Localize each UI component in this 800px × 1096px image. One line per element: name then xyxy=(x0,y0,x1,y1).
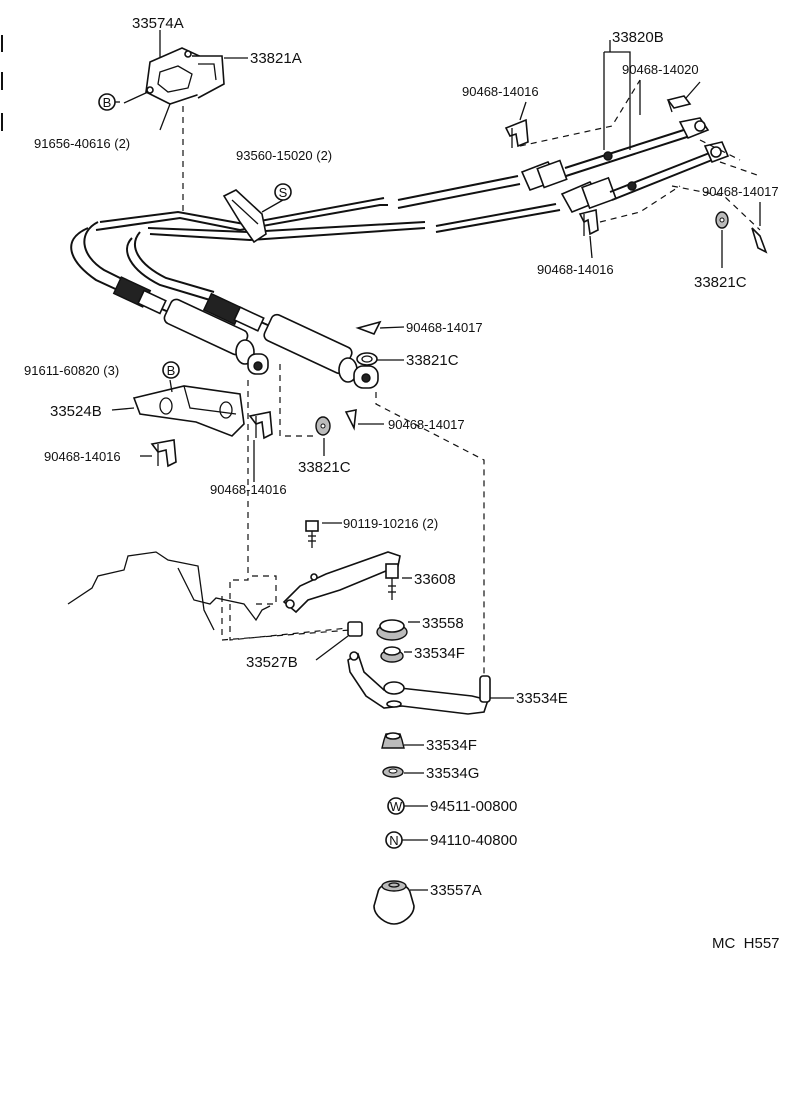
label-33821C-low: 33821C xyxy=(298,459,351,476)
clip-90468-14016-low xyxy=(248,411,273,440)
bushing-33534F-b xyxy=(381,732,405,749)
pin-90468-14017-a xyxy=(355,320,382,336)
label-33534F-b: 33534F xyxy=(426,737,477,754)
clip-90468-14016-top xyxy=(504,118,529,148)
lower-cable-dampers xyxy=(112,276,379,389)
transmission-outline xyxy=(67,551,351,641)
shift-cables xyxy=(70,117,730,301)
boot-33557A xyxy=(373,880,415,925)
label-33527B: 33527B xyxy=(246,654,298,671)
label-33608: 33608 xyxy=(414,571,456,588)
symbol-B-2: B xyxy=(167,363,176,378)
label-90119-10216: 90119-10216 (2) xyxy=(343,516,438,531)
label-91611-60820: 91611-60820 (3) xyxy=(24,363,119,378)
label-91656-40616: 91656-40616 (2) xyxy=(34,136,130,151)
pin-90468-14017-right xyxy=(751,227,768,254)
nut-N-icon: N xyxy=(385,831,403,849)
lever-33608 xyxy=(282,551,401,614)
diagram-code: MC H557 xyxy=(712,935,780,952)
label-33524B: 33524B xyxy=(50,403,102,420)
bolt-90119 xyxy=(305,520,319,548)
label-33821C-right: 33821C xyxy=(694,274,747,291)
bracket-33524B xyxy=(132,385,245,437)
cable-bracket-plate xyxy=(145,47,225,105)
bolt-B-icon: B xyxy=(98,93,116,111)
label-90468-14017-a: 90468-14017 xyxy=(406,320,483,335)
bolt-B-icon-2: B xyxy=(162,361,180,379)
washer-33821C-mid xyxy=(356,352,378,366)
washer-33821C-low xyxy=(315,416,331,436)
label-33574A: 33574A xyxy=(132,15,184,32)
label-90468-14017-right: 90468-14017 xyxy=(702,184,779,199)
label-90468-14017-b: 90468-14017 xyxy=(388,417,465,432)
washer-W-icon: W xyxy=(387,797,405,815)
clip-90468-14016-left xyxy=(150,439,177,468)
symbol-W: W xyxy=(390,799,403,814)
block-33527B xyxy=(347,621,363,637)
label-33534E: 33534E xyxy=(516,690,568,707)
label-33534F-a: 33534F xyxy=(414,645,465,662)
label-94110-40800: 94110-40800 xyxy=(430,832,517,849)
washer-33534G xyxy=(382,766,404,778)
label-90468-14016-low: 90468-14016 xyxy=(210,482,287,497)
label-33821A: 33821A xyxy=(250,50,302,67)
label-90468-14016-mid: 90468-14016 xyxy=(537,262,614,277)
symbol-N: N xyxy=(389,833,398,848)
cable-clamp xyxy=(222,189,267,244)
lever-33534E xyxy=(347,651,491,715)
screw-S-icon: S xyxy=(274,183,292,201)
label-90468-14020: 90468-14020 xyxy=(622,62,699,77)
label-93560-15020: 93560-15020 (2) xyxy=(236,148,332,163)
label-33820B: 33820B xyxy=(612,29,664,46)
symbol-S: S xyxy=(279,185,288,200)
label-90468-14016-top: 90468-14016 xyxy=(462,84,539,99)
washer-33821C-right xyxy=(715,211,729,229)
bushing-33534F-a xyxy=(380,646,404,663)
label-33558: 33558 xyxy=(422,615,464,632)
symbol-B-1: B xyxy=(103,95,112,110)
clip-90468-14016-mid xyxy=(578,208,599,236)
pin-90468-14017-b xyxy=(344,409,357,431)
label-94511-00800: 94511-00800 xyxy=(430,798,517,815)
clip-90468-14020 xyxy=(666,95,692,113)
label-33821C-mid: 33821C xyxy=(406,352,459,369)
bushing-33558 xyxy=(376,619,408,641)
label-33557A: 33557A xyxy=(430,882,482,899)
label-33534G: 33534G xyxy=(426,765,479,782)
label-90468-14016-left: 90468-14016 xyxy=(44,449,121,464)
